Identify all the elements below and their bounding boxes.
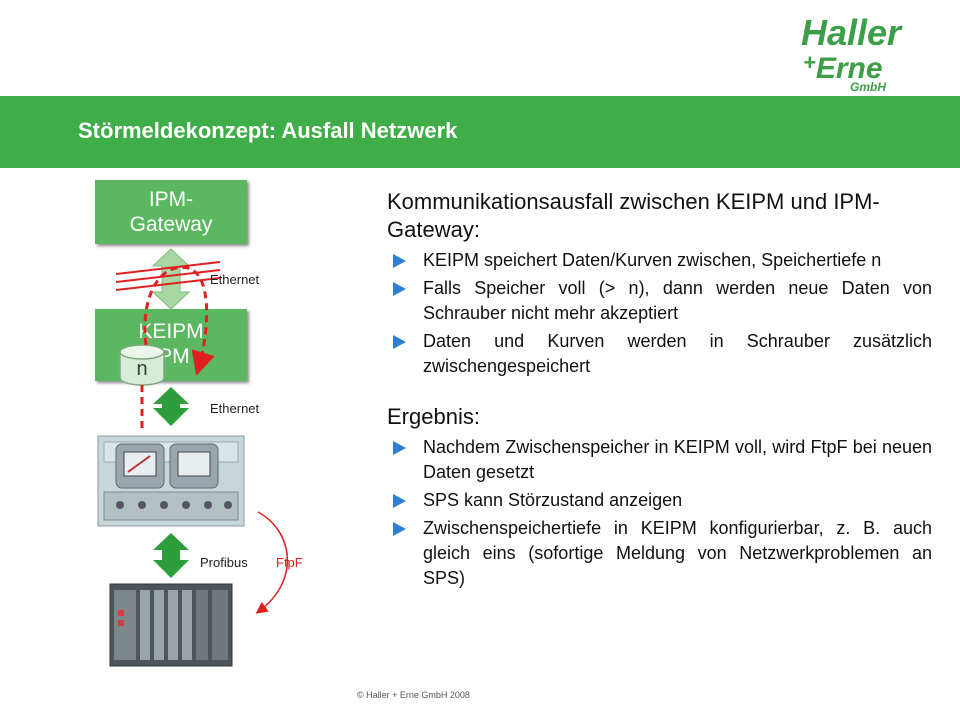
gateway-line-2: Gateway bbox=[129, 213, 213, 236]
ethernet-link-top-arrow bbox=[151, 248, 191, 310]
page-title: Störmeldekonzept: Ausfall Netzwerk bbox=[78, 118, 458, 143]
list-item: Zwischenspeichertiefe in KEIPM konfiguri… bbox=[387, 516, 932, 591]
buffer-depth-label: n bbox=[136, 358, 148, 380]
title-banner: Störmeldekonzept: Ausfall Netzwerk bbox=[0, 96, 960, 168]
bullet-arrow-icon bbox=[393, 254, 406, 268]
keipm-box: KEIPM IPM bbox=[95, 309, 247, 381]
data-flow-loop-arrow bbox=[143, 265, 215, 376]
ipm-gateway-box: IPM- Gateway bbox=[95, 180, 247, 244]
profibus-label: Profibus bbox=[200, 555, 248, 570]
section1-heading: Kommunikationsausfall zwischen KEIPM und… bbox=[387, 189, 880, 242]
keipm-line-1: KEIPM bbox=[138, 320, 204, 343]
bullet-text: Falls Speicher voll (> n), dann werden n… bbox=[423, 278, 932, 323]
list-item: KEIPM speichert Daten/Kurven zwischen, S… bbox=[387, 248, 932, 273]
logo-line-2-text: Erne bbox=[815, 52, 883, 85]
ftpf-signal-arrow bbox=[255, 511, 288, 614]
content-panel: Kommunikationsausfall zwischen KEIPM und… bbox=[387, 188, 932, 594]
bullet-text: Zwischenspeichertiefe in KEIPM konfiguri… bbox=[423, 518, 932, 588]
copyright-notice: © Haller + Erne GmbH 2008 bbox=[357, 690, 470, 700]
section1-list: KEIPM speichert Daten/Kurven zwischen, S… bbox=[387, 248, 932, 379]
section2: Ergebnis: Nachdem Zwischenspeicher in KE… bbox=[387, 403, 932, 591]
ethernet-link-middle-arrow bbox=[153, 387, 189, 426]
ethernet-label-top: Ethernet bbox=[210, 272, 260, 287]
bullet-text: Daten und Kurven werden in Schrauber zus… bbox=[423, 331, 932, 376]
list-item: Falls Speicher voll (> n), dann werden n… bbox=[387, 276, 932, 326]
bullet-arrow-icon bbox=[393, 335, 406, 349]
list-item: SPS kann Störzustand anzeigen bbox=[387, 488, 932, 513]
ftpf-label: FtpF bbox=[276, 555, 303, 570]
section2-heading: Ergebnis: bbox=[387, 404, 480, 429]
plc-rack-icon bbox=[109, 583, 233, 667]
buffer-cylinder-icon bbox=[119, 344, 165, 386]
bullet-arrow-icon bbox=[393, 282, 406, 296]
screwdriver-controller-icon bbox=[97, 435, 245, 527]
profibus-link-arrow bbox=[153, 533, 189, 578]
bullet-text: SPS kann Störzustand anzeigen bbox=[423, 490, 683, 510]
bullet-arrow-icon bbox=[393, 522, 406, 536]
list-item: Nachdem Zwischenspeicher in KEIPM voll, … bbox=[387, 435, 932, 485]
logo-suffix: GmbH bbox=[850, 80, 886, 94]
section2-list: Nachdem Zwischenspeicher in KEIPM voll, … bbox=[387, 435, 932, 591]
gateway-line-1: IPM- bbox=[148, 188, 194, 211]
bullet-text: KEIPM speichert Daten/Kurven zwischen, S… bbox=[423, 250, 882, 270]
company-logo: Haller +Erne GmbH bbox=[795, 12, 935, 94]
logo-plus: + bbox=[803, 50, 816, 75]
logo-line-1: Haller bbox=[801, 12, 902, 53]
list-item: Daten und Kurven werden in Schrauber zus… bbox=[387, 329, 932, 379]
bullet-arrow-icon bbox=[393, 441, 406, 455]
bullet-text: Nachdem Zwischenspeicher in KEIPM voll, … bbox=[423, 437, 932, 482]
bullet-arrow-icon bbox=[393, 494, 406, 508]
logo-line-2: +Erne bbox=[803, 50, 883, 86]
ethernet-label-middle: Ethernet bbox=[210, 401, 260, 416]
broken-link-marks bbox=[115, 261, 221, 291]
